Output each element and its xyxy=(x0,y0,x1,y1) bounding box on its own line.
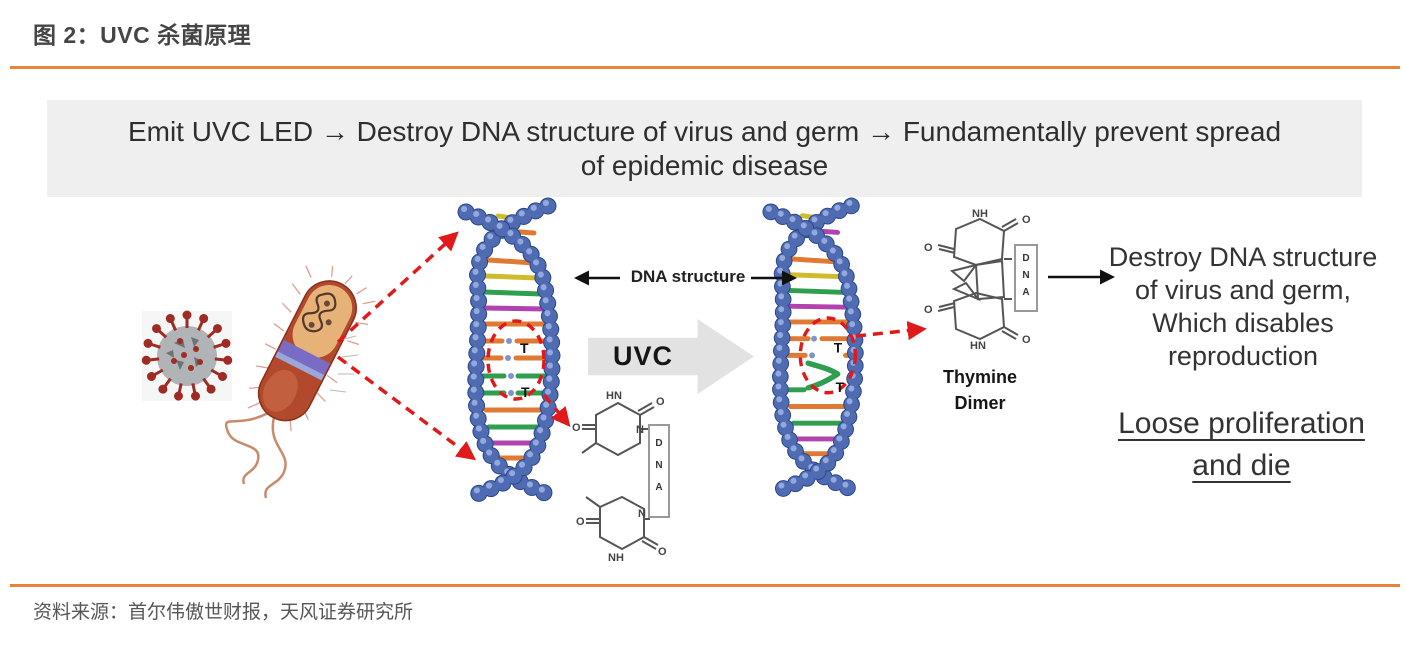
dna-helix-left: T T xyxy=(457,197,561,505)
uvc-label: UVC xyxy=(612,341,673,371)
figure-title: 图 2：UVC 杀菌原理 xyxy=(33,22,252,48)
thymine-t-label: T xyxy=(836,380,845,395)
dna-bracket-label: DNA xyxy=(1014,244,1038,312)
conclusion-line: and die xyxy=(1192,449,1291,482)
bacterium-icon xyxy=(224,265,376,499)
chem-o: O xyxy=(658,546,667,558)
uvc-diagram: T T xyxy=(0,197,1406,582)
result-line: Destroy DNA structure xyxy=(1108,242,1378,272)
result-line: Which disables xyxy=(1152,308,1334,338)
result-line: of virus and germ, xyxy=(1134,275,1352,305)
bottom-divider xyxy=(10,584,1400,587)
thymine-pair-structure: O O HN N O O NH N xyxy=(572,390,667,564)
virus-icon xyxy=(139,309,235,403)
dna-structure-label: DNA structure xyxy=(630,267,746,286)
banner-line-2: of epidemic disease xyxy=(580,149,829,181)
chem-hn: HN xyxy=(970,340,986,352)
damage-circle-right xyxy=(798,316,858,395)
process-banner: Emit UVC LED → Destroy DNA structure of … xyxy=(47,100,1362,197)
banner-line-1: Emit UVC LED → Destroy DNA structure of … xyxy=(127,115,1282,147)
dna-helix-right: T T xyxy=(762,197,864,500)
damage-circle-left xyxy=(486,319,546,401)
top-divider xyxy=(10,66,1400,69)
thymine-t-label: T xyxy=(520,340,529,356)
chem-nh: NH xyxy=(972,208,988,220)
result-line: reproduction xyxy=(1167,341,1319,371)
chem-n: N xyxy=(638,508,646,520)
source-note: 资料来源：首尔伟傲世财报，天风证券研究所 xyxy=(33,602,414,623)
chem-o: O xyxy=(572,422,581,434)
thymine-t-label: T xyxy=(521,384,530,400)
chem-o: O xyxy=(656,396,665,408)
chem-o: O xyxy=(924,304,933,316)
conclusion-text: Loose proliferation and die xyxy=(1095,403,1388,487)
chem-o: O xyxy=(576,516,585,528)
chem-n: N xyxy=(636,424,644,436)
chem-o: O xyxy=(924,242,933,254)
chem-o: O xyxy=(1022,334,1031,346)
thymine-t-label: T xyxy=(834,340,843,355)
uvc-arrow: UVC xyxy=(588,319,754,394)
conclusion-line: Loose proliferation xyxy=(1118,407,1365,440)
chem-o: O xyxy=(1022,214,1031,226)
thymine-dimer-label: Thymine Dimer xyxy=(942,367,1017,413)
result-text: Destroy DNA structure of virus and germ,… xyxy=(1098,241,1388,373)
thymine-dimer-structure: NH O O O HN O xyxy=(924,208,1031,352)
dna-bracket-label: DNA xyxy=(648,424,670,518)
chem-nh: NH xyxy=(608,552,624,564)
chem-hn: HN xyxy=(606,390,622,402)
